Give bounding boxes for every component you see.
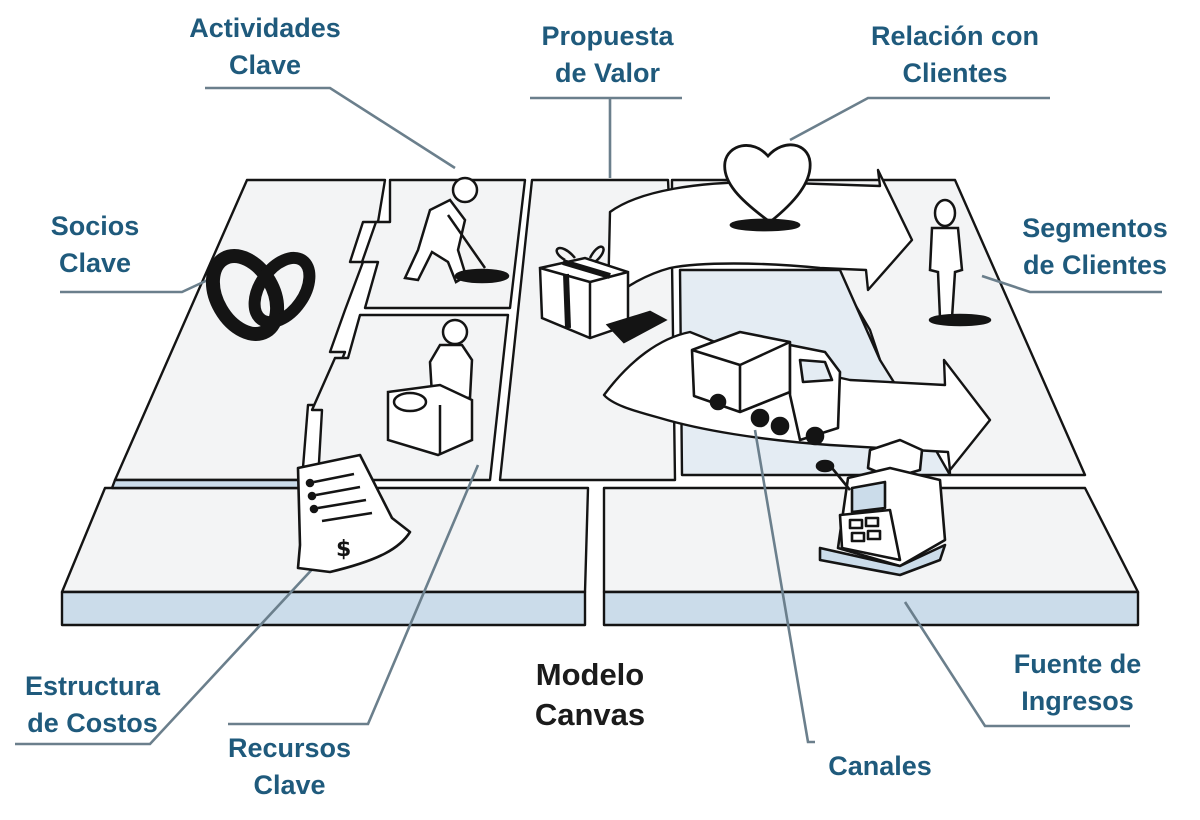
leader-line-revenue <box>903 601 1130 728</box>
person-digging-icon <box>403 176 510 284</box>
leader-line-resources <box>228 464 480 726</box>
delivery-truck-icon <box>690 330 842 446</box>
label-key-activities: Actividades Clave <box>189 13 341 80</box>
label-customer-segments: Segmentos de Clientes <box>1022 213 1168 280</box>
invoice-document-icon: $ <box>296 453 412 574</box>
label-customer-relationships: Relación con Clientes <box>870 21 1040 88</box>
label-key-resources: Recursos Clave <box>227 733 352 800</box>
label-revenue-streams: Fuente de Ingresos <box>1013 649 1142 716</box>
label-key-partners: Socios Clave <box>50 211 140 278</box>
top-loop-arrow <box>606 168 914 302</box>
standing-person-icon <box>928 198 992 327</box>
heart-icon <box>723 143 812 232</box>
cash-register-icon <box>815 438 947 577</box>
page-title: Modelo Canvas <box>534 657 646 732</box>
svg-text:$: $ <box>336 537 351 562</box>
label-value-proposition: Propuesta de Valor <box>541 21 674 88</box>
leader-line-costs <box>15 562 319 746</box>
leader-line-segments <box>981 274 1162 294</box>
leader-line-relationship <box>789 96 1050 142</box>
leader-line-partners <box>60 276 213 294</box>
leader-line-activities <box>205 86 456 170</box>
leader-line-channels <box>753 429 815 744</box>
label-channels: Canales <box>828 751 932 781</box>
label-cost-structure: Estructura de Costos <box>24 671 161 738</box>
chain-link-icon <box>205 249 316 341</box>
gift-box-icon <box>538 245 668 344</box>
person-with-box-icon <box>386 318 474 457</box>
